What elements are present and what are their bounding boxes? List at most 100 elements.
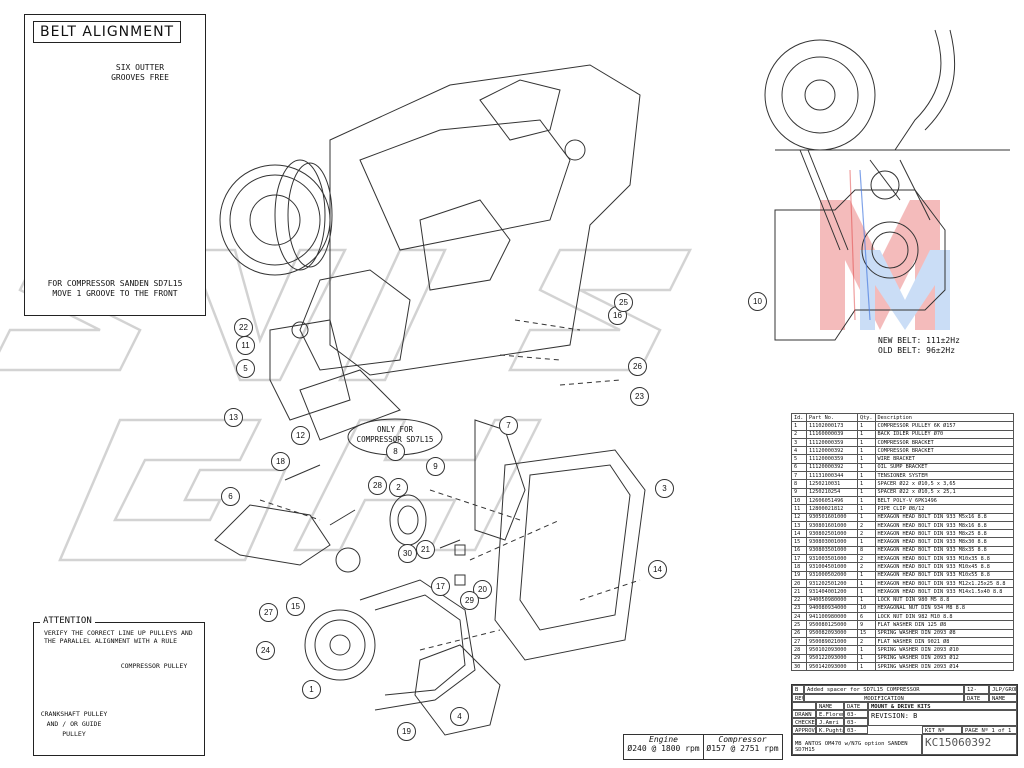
checked-date: 03-Jan-15 [844,718,868,726]
bom-part-number: 931000502000 [806,570,858,580]
compressor-groove-note-2: MOVE 1 GROOVE TO THE FRONT [52,289,178,298]
bom-header-row: Id. Part No. Qty. Description [791,412,1014,423]
bom-id: 27 [791,636,807,647]
bom-header-description: Description [874,412,1014,423]
callout-24: 24 [256,641,275,660]
bom-qty: 2 [857,554,876,564]
belt-alignment-title: BELT ALIGNMENT [33,21,182,43]
callout-7: 7 [499,416,518,435]
callout-26: 26 [628,357,647,376]
bom-description: COMPRESSOR BRACKET [874,437,1014,448]
bom-description: SPRING WASHER DIN 2093 Ø8 [874,628,1014,639]
bom-header-part: Part No. [806,412,858,423]
bom-qty: 1 [857,504,876,514]
bom-qty: 1 [857,653,876,663]
drawn-label: DRAWN [792,710,816,718]
bom-part-number: 940080934000 [806,603,858,614]
drawn-name: E.Florema [816,710,844,718]
bom-description: OIL SUMP BRACKET [874,462,1014,473]
callout-27: 27 [259,603,278,622]
bom-part-number: 950122093000 [806,653,858,663]
callout-15: 15 [286,597,305,616]
bom-part-number: 941100980000 [806,612,858,622]
old-belt-frequency: OLD BELT: 96±2Hz [878,346,956,355]
rev-label: REV [792,694,804,702]
modification-label: MODIFICATION [804,694,964,702]
bom-qty: 1 [857,595,876,605]
bom-part-number: 950142093000 [806,661,858,672]
bom-header-id: Id. [791,412,807,423]
bom-description: SPACER Ø22 x Ø10,5 x 3,65 [874,479,1014,489]
drawing-title: MOUNT & DRIVE KITS [868,702,1017,710]
bom-description: SPRING WASHER DIN 2093 Ø14 [874,661,1014,672]
attention-text: VERIFY THE CORRECT LINE UP PULLEYS AND T… [44,629,193,645]
bom-qty: 1 [857,471,876,481]
bom-id: 15 [791,537,807,547]
bom-description: COMPRESSOR BRACKET [874,446,1014,456]
bom-part-number: 11131000344 [806,471,858,481]
date-label: DATE [964,694,989,702]
date-column-label: DATE [844,702,868,710]
bom-id: 24 [791,612,807,622]
bom-part-number: 12606051496 [806,495,858,506]
rev-name: JLP/GROHSA [989,685,1017,694]
compressor-pulley-label: COMPRESSOR PULLEY [120,662,188,670]
kit-number: KC15060392 [922,734,1017,755]
callout-17: 17 [431,577,450,596]
bom-part-number: 950080125000 [806,620,858,630]
bom-id: 22 [791,595,807,605]
bom-part-number: 12800021812 [806,504,858,514]
callout-10: 10 [748,292,767,311]
attention-panel: ATTENTION VERIFY THE CORRECT LINE UP PUL… [33,616,205,756]
bom-id: 7 [791,471,807,481]
bom-description: SPRING WASHER DIN 2093 Ø10 [874,645,1014,655]
compressor-groove-note-1: FOR COMPRESSOR SANDEN SD7L15 [47,279,183,288]
bom-id: 16 [791,545,807,556]
callout-8: 8 [386,442,405,461]
watermark-graphic [0,248,693,562]
bom-qty: 6 [857,612,876,622]
bom-description: WIRE BRACKET [874,454,1014,464]
bom-qty: 1 [857,512,876,522]
bom-id: 28 [791,645,807,655]
bom-part-number: 930803501000 [806,545,858,556]
bom-part-number: 930501601000 [806,512,858,522]
bom-part-number: 1250210254 [806,487,858,497]
kit-description: MB ANTOS OM470 w/N7G option SANDEN SD7H1… [792,734,922,755]
bom-qty: 1 [857,537,876,547]
bom-qty: 1 [857,446,876,456]
bom-part-number: 931404001200 [806,587,858,597]
bom-id: 29 [791,653,807,663]
pulley-speed-table: Engine Ø240 @ 1800 rpm Compressor Ø157 @… [623,734,783,760]
bom-id: 3 [791,437,807,448]
bom-description: HEXAGON HEAD BOLT DIN 933 M8x30 8.8 [874,537,1014,547]
bom-part-number: 940050980000 [806,595,858,605]
bom-qty: 2 [857,562,876,572]
crankshaft-pulley-label: CRANKSHAFT PULLEY AND / OR GUIDE PULLEY [40,710,108,738]
drawn-date: 03-Jan-15 [844,710,868,718]
callout-22: 22 [234,318,253,337]
bom-id: 12 [791,512,807,522]
bom-description: HEXAGON HEAD BOLT DIN 933 M5x16 8.8 [874,512,1014,522]
approved-date: 03-Jan-15 [844,726,868,734]
bom-description: HEXAGON HEAD BOLT DIN 933 M10x35 8.8 [874,554,1014,564]
bom-part-number: 11120000392 [806,462,858,473]
bom-id: 30 [791,661,807,672]
bom-part-number: 930802501000 [806,529,858,539]
callout-25: 25 [614,293,633,312]
